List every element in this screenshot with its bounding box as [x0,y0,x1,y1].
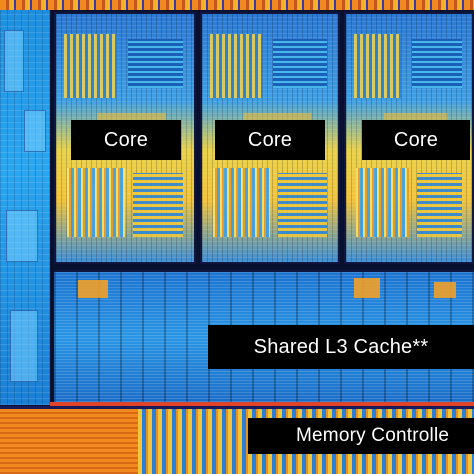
core-label-1: Core [71,120,181,160]
core-label-2: Core [215,120,325,160]
memory-controller-label: Memory Controlle [248,418,474,454]
l3-cache-label: Shared L3 Cache** [208,325,474,369]
bottom-left-io-region [0,406,138,474]
interconnect-strip [50,402,474,408]
left-uncore-region [0,10,50,405]
core-label-3: Core [362,120,470,160]
top-uncore-strip [0,0,474,10]
